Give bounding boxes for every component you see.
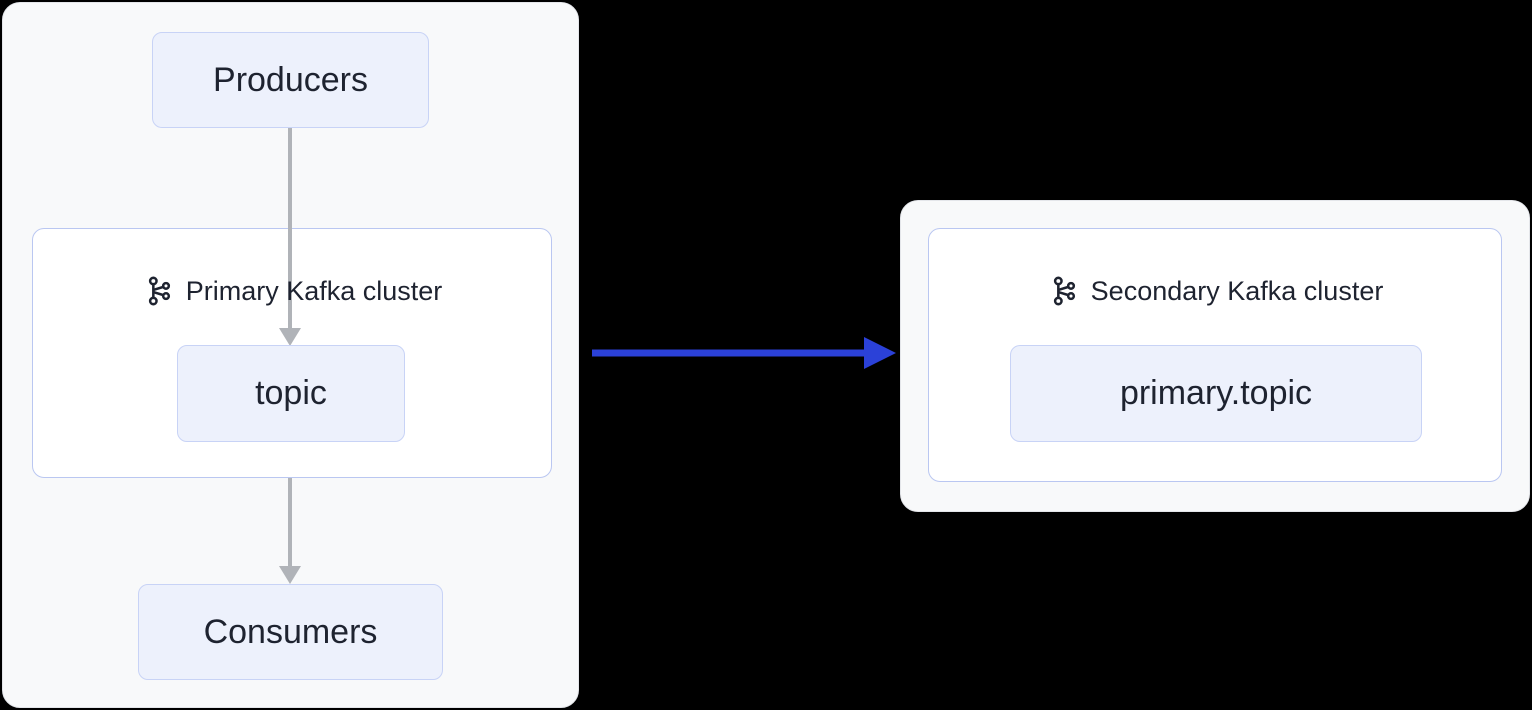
primary-cluster-title-row: Primary Kafka cluster (32, 268, 552, 314)
topic-node: topic (177, 345, 405, 442)
primary-topic-label: primary.topic (1119, 374, 1313, 412)
kafka-icon (142, 275, 174, 307)
consumers-label: Consumers (203, 612, 378, 651)
replication-arrowhead (864, 337, 896, 369)
producers-label: Producers (213, 60, 368, 99)
kafka-icon (1047, 275, 1079, 307)
consumers-node: Consumers (138, 584, 443, 680)
topic-label: topic (255, 374, 327, 412)
secondary-cluster-title: Secondary Kafka cluster (1090, 275, 1384, 306)
primary-cluster-title: Primary Kafka cluster (185, 275, 443, 306)
primary-topic-node: primary.topic (1010, 345, 1422, 442)
replication-arrow (592, 337, 896, 369)
secondary-cluster-title-row: Secondary Kafka cluster (928, 268, 1502, 314)
producers-node: Producers (152, 32, 429, 128)
